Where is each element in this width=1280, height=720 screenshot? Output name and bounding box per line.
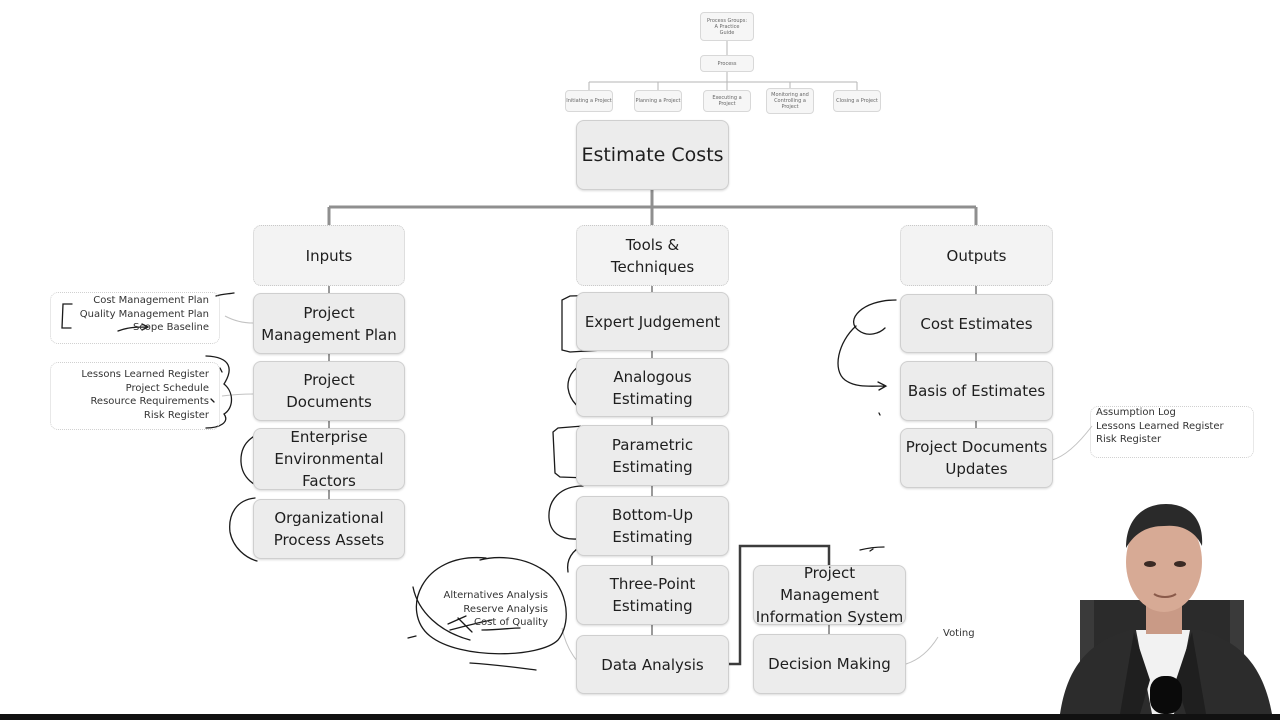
note-item: Scope Baseline: [132, 322, 209, 333]
minimap-closing: Closing a Project: [833, 90, 881, 112]
minimap-process: Process: [700, 55, 754, 72]
note-item: Cost of Quality: [474, 617, 548, 628]
minimap-planning: Planning a Project: [634, 90, 682, 112]
minimap-initiating: Initiating a Project: [565, 90, 613, 112]
output-project-documents-updates: Project Documents Updates: [900, 428, 1053, 488]
note-item: Reserve Analysis: [463, 603, 548, 615]
docs-notes-panel: [50, 362, 220, 430]
pmp-notes-panel: [50, 292, 220, 344]
tool-decision-making: Decision Making: [753, 634, 906, 694]
note-item: Lessons Learned Register: [81, 369, 209, 380]
tool-bottom-up-estimating: Bottom-Up Estimating: [576, 496, 729, 556]
note-item: Voting: [943, 628, 975, 639]
tools-header: Tools & Techniques: [576, 225, 729, 286]
decision-making-notes: Voting: [943, 627, 975, 641]
presenter-figure: [1060, 504, 1272, 714]
note-item: Cost Management Plan: [93, 295, 209, 306]
tool-expert-judgement: Expert Judgement: [576, 292, 729, 351]
doc-updates-notes: Assumption Log Lessons Learned Register …: [1096, 406, 1224, 447]
doc-updates-notes-panel: [1090, 406, 1254, 458]
tool-data-analysis: Data Analysis: [576, 635, 729, 694]
input-project-management-plan: Project Management Plan: [253, 293, 405, 354]
output-basis-of-estimates: Basis of Estimates: [900, 361, 1053, 421]
presenter-webcam: [1050, 490, 1280, 714]
tool-three-point-estimating: Three-Point Estimating: [576, 565, 729, 625]
note-item: Project Schedule: [125, 382, 209, 394]
minimap-monitoring: Monitoring and Controlling a Project: [766, 88, 814, 114]
minimap-executing: Executing a Project: [703, 90, 751, 112]
input-organizational-process-assets: Organizational Process Assets: [253, 499, 405, 559]
input-enterprise-environmental-factors: Enterprise Environmental Factors: [253, 428, 405, 490]
tool-parametric-estimating: Parametric Estimating: [576, 425, 729, 486]
note-item: Alternatives Analysis: [443, 590, 548, 601]
root-estimate-costs: Estimate Costs: [576, 120, 729, 190]
note-item: Lessons Learned Register: [1096, 420, 1224, 432]
note-item: Risk Register: [1096, 434, 1162, 445]
note-item: Risk Register: [143, 409, 209, 421]
note-item: Resource Requirements: [90, 396, 209, 407]
docs-notes: Lessons Learned Register Project Schedul…: [60, 368, 209, 422]
tool-analogous-estimating: Analogous Estimating: [576, 358, 729, 417]
data-analysis-notes: Alternatives Analysis Reserve Analysis C…: [420, 589, 548, 630]
inputs-header: Inputs: [253, 225, 405, 286]
bottom-bar: [0, 714, 1280, 720]
minimap-process-groups: Process Groups: A Practice Guide: [700, 12, 754, 41]
tool-pmis: Project Management Information System: [753, 564, 906, 626]
pmp-notes: Cost Management Plan Quality Management …: [60, 294, 209, 335]
note-item: Quality Management Plan: [79, 308, 209, 320]
note-item: Assumption Log: [1096, 407, 1176, 418]
input-project-documents: Project Documents: [253, 361, 405, 421]
outputs-header: Outputs: [900, 225, 1053, 286]
output-cost-estimates: Cost Estimates: [900, 294, 1053, 353]
